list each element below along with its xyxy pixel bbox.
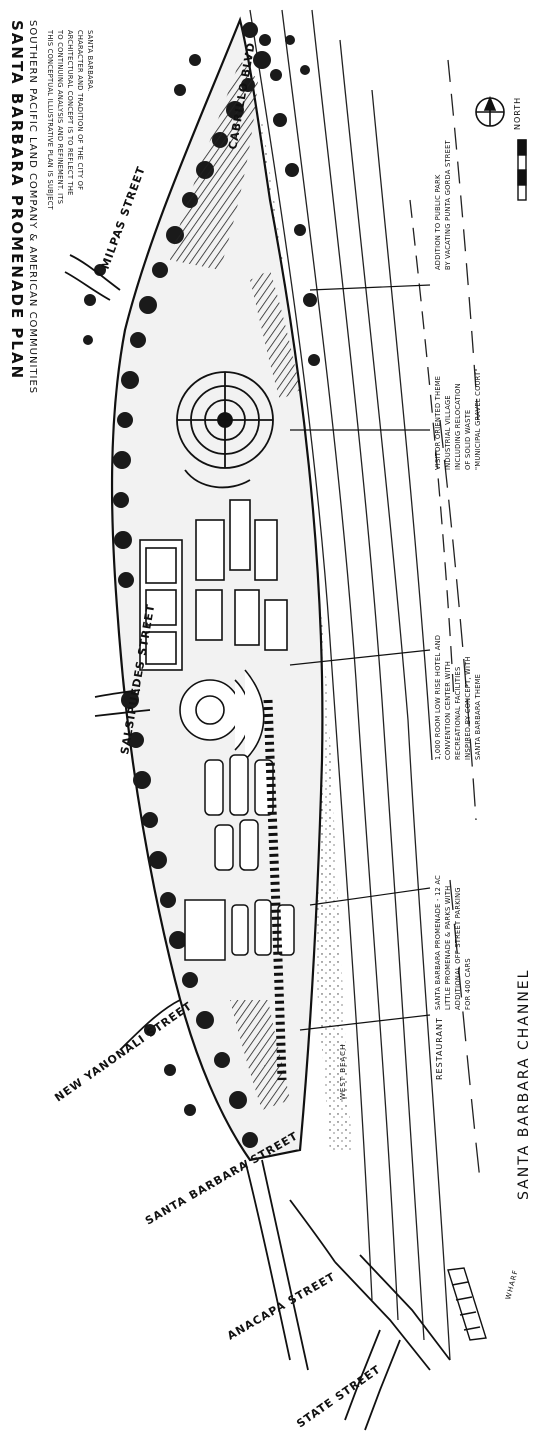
annotation-village-line: VISITOR ORIENTED THEME — [434, 376, 442, 470]
annotation-hotel-line: 1,000 ROOM LOW RISE HOTEL AND — [434, 635, 442, 760]
street-label-milpas: MILPAS STREET — [99, 164, 148, 271]
plan-title: SANTA BARBARA PROMENADE PLAN — [8, 20, 26, 380]
label-santa-barbara-channel: SANTA BARBARA CHANNEL — [516, 969, 532, 1200]
street-lines — [64, 254, 451, 1431]
promenade-walkway — [263, 699, 287, 1081]
street-label-state: STATE STREET — [294, 1363, 383, 1431]
ocean-contours — [249, 9, 481, 1361]
annotation-hotel: 1,000 ROOM LOW RISE HOTEL AND CONVENTION… — [434, 635, 482, 760]
annotation-village-line: INDUSTRIAL VILLAGE — [444, 395, 452, 470]
annotation-village-line: "MUNICIPAL GRAVEL COURT" — [474, 368, 482, 470]
annotation-hotel-line: SANTA BARBARA THEME — [474, 674, 482, 760]
annotation-leaders — [289, 284, 431, 1031]
annotation-hotel-line: INSPIRED BY CONCEPT, WITH — [464, 656, 472, 760]
scale-bar — [517, 139, 527, 201]
north-arrow — [475, 95, 505, 127]
street-label-yanonali: NEW YANONALI STREET — [52, 999, 194, 1104]
annotation-park: ADDITION TO PUBLIC PARK BY VACATING PUNT… — [434, 139, 452, 270]
wharf — [447, 1267, 487, 1341]
landscape-hatching — [170, 60, 300, 1110]
street-label-anacapa: ANACAPA STREET — [225, 1270, 338, 1343]
annotation-promenade-line: ADDITIONAL OFF STREET PARKING — [454, 887, 462, 1010]
annotation-park-line: ADDITION TO PUBLIC PARK — [434, 174, 442, 270]
tree-canopy — [83, 22, 320, 1148]
intro-note: THIS CONCEPTUAL ILLUSTRATIVE PLAN IS SUB… — [46, 29, 94, 211]
annotation-promenade-line: LITTLE PROMENADE & PARKS WITH — [444, 885, 452, 1010]
promenade-buildings — [184, 754, 295, 961]
intro-note-line: SANTA BARBARA. — [86, 30, 94, 92]
intro-note-line: TO CONTINUING ANALYSIS AND REFINEMENT. I… — [56, 29, 64, 204]
label-wharf: WHARF — [504, 1269, 520, 1301]
annotation-promenade-line: FOR 400 CARS — [464, 958, 472, 1010]
plan-subtitle: SOUTHERN PACIFIC LAND COMPANY & AMERICAN… — [27, 20, 38, 394]
annotation-hotel-line: CONVENTION CENTER WITH — [444, 661, 452, 760]
village-plaza — [176, 371, 274, 489]
annotation-promenade: SANTA BARBARA PROMENADE - 12 AC LITTLE P… — [434, 875, 472, 1010]
intro-note-line: THIS CONCEPTUAL ILLUSTRATIVE PLAN IS SUB… — [46, 29, 54, 211]
label-north: NORTH — [513, 97, 522, 130]
annotation-park-line: BY VACATING PUNTA GORDA STREET — [444, 139, 452, 270]
annotation-village-line: OF SOLID WASTE — [464, 410, 472, 471]
annotation-hotel-line: RECREATIONAL FACILITIES — [454, 667, 462, 760]
label-restaurant: RESTAURANT — [435, 1017, 444, 1080]
label-west-beach: WEST BEACH — [339, 1044, 347, 1100]
street-label-santa-barbara: SANTA BARBARA STREET — [143, 1129, 300, 1227]
intro-note-line: CHARACTER AND TRADITION OF THE CITY OF — [76, 30, 84, 190]
annotation-village: VISITOR ORIENTED THEME INDUSTRIAL VILLAG… — [434, 368, 482, 470]
annotation-village-line: INCLUDING RELOCATION — [454, 383, 462, 470]
annotation-promenade-line: SANTA BARBARA PROMENADE - 12 AC — [434, 875, 442, 1010]
hotel-convention-blocks — [139, 499, 288, 761]
intro-note-line: ARCHITECTURAL CONCEPT IS TO REFLECT THE — [66, 30, 74, 196]
